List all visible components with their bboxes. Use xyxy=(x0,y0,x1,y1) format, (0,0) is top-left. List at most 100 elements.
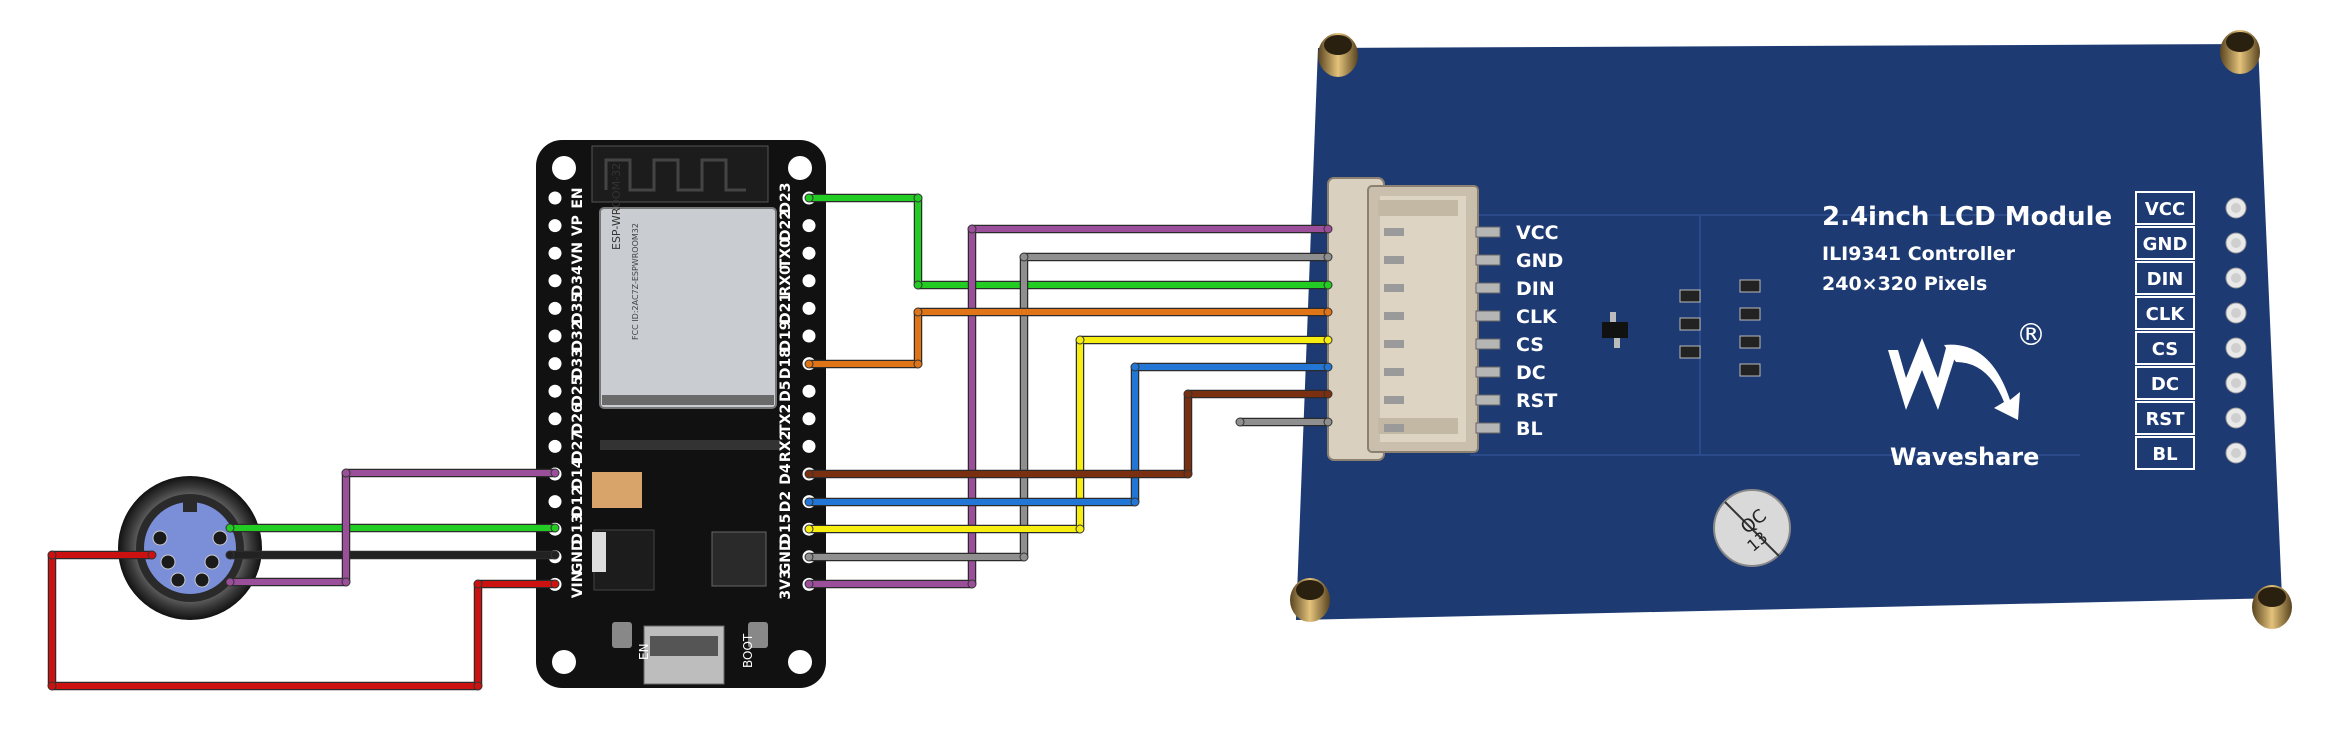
esp32-pin-label: D18 xyxy=(778,348,794,379)
esp32-pin xyxy=(548,219,562,233)
connector-pin xyxy=(1475,226,1501,238)
wire-joint xyxy=(1183,469,1193,479)
wire-joint xyxy=(1235,417,1245,427)
wire-joint xyxy=(1323,307,1333,317)
header-pin-label: CS xyxy=(2152,339,2179,360)
header-pin-hole xyxy=(2231,203,2241,213)
esp32-pin-label: VIN xyxy=(570,571,586,599)
wire-purple xyxy=(230,470,555,585)
connector-contact xyxy=(1384,312,1404,320)
standoff-top-right xyxy=(2220,30,2260,74)
header-pin-hole xyxy=(2231,238,2241,248)
lcd-board xyxy=(1296,44,2282,620)
esp32-pin-label: TX2 xyxy=(778,404,794,434)
wire-joint xyxy=(1323,362,1333,372)
ps2-connector xyxy=(118,476,262,620)
header-pin-box xyxy=(2135,401,2195,435)
wire-joint xyxy=(1323,417,1333,427)
fcc-id: FCC ID:2AC7Z-ESPWROOM32 xyxy=(631,223,640,340)
wire-joint xyxy=(47,681,57,691)
wire-joint xyxy=(804,579,814,589)
esp32-pin xyxy=(548,329,562,343)
wire-red xyxy=(49,552,555,689)
header-pin-label: VCC xyxy=(2145,199,2185,220)
module-label: ESP-WROOM-32 xyxy=(610,163,623,250)
connector-pins xyxy=(1384,226,1501,434)
header-pin-label: CLK xyxy=(2146,304,2186,325)
wire-joint xyxy=(804,524,814,534)
wire-joint xyxy=(341,468,351,478)
wire-orange xyxy=(809,309,1328,367)
connector-pin xyxy=(1475,254,1501,266)
esp32-pin xyxy=(802,412,816,426)
esp32-pin-label: D34 xyxy=(570,265,586,296)
registered-mark: ® xyxy=(2016,318,2046,353)
wire-joint xyxy=(550,523,560,533)
wires xyxy=(47,193,1328,691)
esp32-pin-label: D14 xyxy=(570,458,586,489)
esp32-pin-label: D22 xyxy=(778,210,794,241)
en-label: EN xyxy=(637,643,651,660)
wire-joint xyxy=(913,193,923,203)
esp32-pin xyxy=(548,439,562,453)
wire-outline xyxy=(809,389,1328,479)
esp32-pin xyxy=(548,191,562,205)
connector-pin-label: VCC xyxy=(1516,222,1559,244)
esp32-module-shield: ESP-WROOM-32 FCC ID:2AC7Z-ESPWROOM32 xyxy=(599,163,777,409)
wire-joint xyxy=(913,307,923,317)
header-pin-hole xyxy=(2231,413,2241,423)
connector-pin xyxy=(1475,338,1501,350)
esp32-pin-label: D2 xyxy=(778,491,794,512)
wire-gray xyxy=(809,254,1328,560)
wire-outline xyxy=(809,252,1328,562)
connector-pin-label: DC xyxy=(1516,362,1546,384)
connector-pin-label: CS xyxy=(1516,334,1544,356)
wire-yellow xyxy=(809,337,1328,532)
header-pin-box xyxy=(2135,261,2195,295)
wire-joint xyxy=(225,550,235,560)
header-pin-label: BL xyxy=(2152,444,2177,465)
wire-joint xyxy=(1323,280,1333,290)
wire-joint xyxy=(804,193,814,203)
esp32-pin-label: D25 xyxy=(570,376,586,407)
lcd-title: 2.4inch LCD Module xyxy=(1822,202,2112,232)
wire-joint xyxy=(473,579,483,589)
connector-pin-label: BL xyxy=(1516,418,1543,440)
wire-blue xyxy=(809,364,1328,505)
lcd-controller: ILI9341 Controller xyxy=(1822,243,2016,265)
pcb-trace xyxy=(1470,214,1700,456)
waveshare-logo-icon xyxy=(1888,338,2020,420)
wire-joint xyxy=(550,468,560,478)
wire-joint xyxy=(1323,389,1333,399)
header-pin-hole xyxy=(2231,448,2241,458)
esp32-pin-label: D15 xyxy=(778,514,794,545)
connector-contact xyxy=(1384,256,1404,264)
esp32-pin-label: RX0 xyxy=(778,265,794,297)
header-pin-hole xyxy=(2231,308,2241,318)
esp32-pin-label: RX2 xyxy=(778,431,794,462)
esp32-pin xyxy=(802,439,816,453)
header-pin-box xyxy=(2135,366,2195,400)
boot-label: BOOT xyxy=(741,633,755,668)
esp32-pin xyxy=(802,301,816,315)
wire-joint xyxy=(804,469,814,479)
wire-green xyxy=(809,195,1328,288)
wire-joint xyxy=(1323,224,1333,234)
esp32-pin-label: GND xyxy=(570,539,586,574)
connector-contact xyxy=(1384,340,1404,348)
esp32-board: ESP-WROOM-32 FCC ID:2AC7Z-ESPWROOM32 EN … xyxy=(536,140,826,688)
connector-pin-label: CLK xyxy=(1516,306,1558,328)
wire-joint xyxy=(1183,389,1193,399)
header-pin-label: RST xyxy=(2145,409,2185,430)
header-pin-box xyxy=(2135,331,2195,365)
wire-joint xyxy=(147,550,157,560)
wire-joint xyxy=(913,280,923,290)
wire-brown xyxy=(809,391,1328,477)
connector-pin xyxy=(1475,310,1501,322)
esp32-pin-label: D33 xyxy=(570,348,586,379)
standoff-top-left xyxy=(1318,33,1358,77)
header-pin-box xyxy=(2135,226,2195,260)
standoff-bottom-left xyxy=(1290,578,1330,622)
